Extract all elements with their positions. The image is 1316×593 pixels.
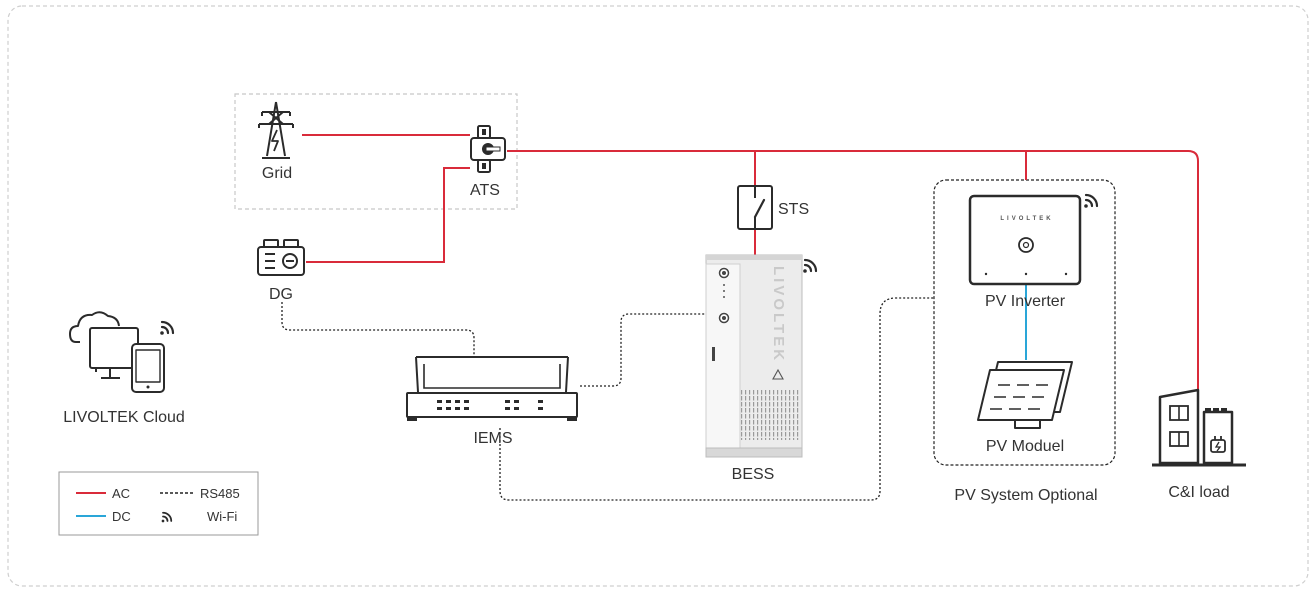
iems-label: IEMS xyxy=(473,430,512,447)
diesel-generator-icon[interactable] xyxy=(257,239,305,276)
transmission-tower-icon xyxy=(258,101,294,159)
legend-rs485-label: RS485 xyxy=(200,486,240,501)
outer-frame xyxy=(7,5,1309,587)
legend-dc-label: DC xyxy=(112,509,131,524)
pv-system-label: PV System Optional xyxy=(954,487,1097,504)
rs485-iems-bess xyxy=(580,313,706,387)
energy-management-rack-icon[interactable] xyxy=(406,356,578,421)
bess-brand-text: LIVOLTEK xyxy=(770,266,787,363)
rs485-iems-pv xyxy=(499,297,934,501)
static-switch-icon[interactable] xyxy=(737,185,773,230)
inverter-brand-text: LIVOLTEK xyxy=(1000,216,1053,222)
bess-wifi-icon xyxy=(802,258,818,274)
transfer-switch-icon[interactable] xyxy=(470,125,506,173)
cloud-wifi-icon xyxy=(159,320,175,336)
dg-label: DG xyxy=(269,286,293,303)
grid-label: Grid xyxy=(262,165,292,182)
pv-system-frame xyxy=(933,179,1116,466)
solar-panel-icon[interactable] xyxy=(977,361,1073,429)
rs485-dg-iems xyxy=(281,302,475,356)
ac-line-dg-ats xyxy=(306,167,470,263)
inverter-wifi-icon xyxy=(1083,193,1099,209)
pv-module-label: PV Moduel xyxy=(986,438,1064,455)
factory-building-icon[interactable] xyxy=(1152,388,1246,467)
cloud-devices-icon[interactable] xyxy=(69,311,165,393)
battery-cabinet-icon[interactable]: LIVOLTEK xyxy=(705,254,803,458)
legend-wifi-icon xyxy=(161,511,173,523)
ac-lines xyxy=(302,134,1199,395)
bess-label: BESS xyxy=(732,466,775,483)
sts-label: STS xyxy=(778,201,809,218)
inverter-icon[interactable]: LIVOLTEK xyxy=(968,194,1082,286)
ci-load-label: C&I load xyxy=(1168,484,1229,501)
legend-wifi-label: Wi-Fi xyxy=(207,509,237,524)
rs485-lines xyxy=(281,297,934,501)
legend-ac-label: AC xyxy=(112,486,130,501)
ac-bus-line xyxy=(507,150,1199,395)
ats-label: ATS xyxy=(470,182,500,199)
cloud-label: LIVOLTEK Cloud xyxy=(63,409,185,426)
pv-inverter-label: PV Inverter xyxy=(985,293,1066,310)
legend: AC DC RS485 Wi-Fi xyxy=(58,471,259,536)
